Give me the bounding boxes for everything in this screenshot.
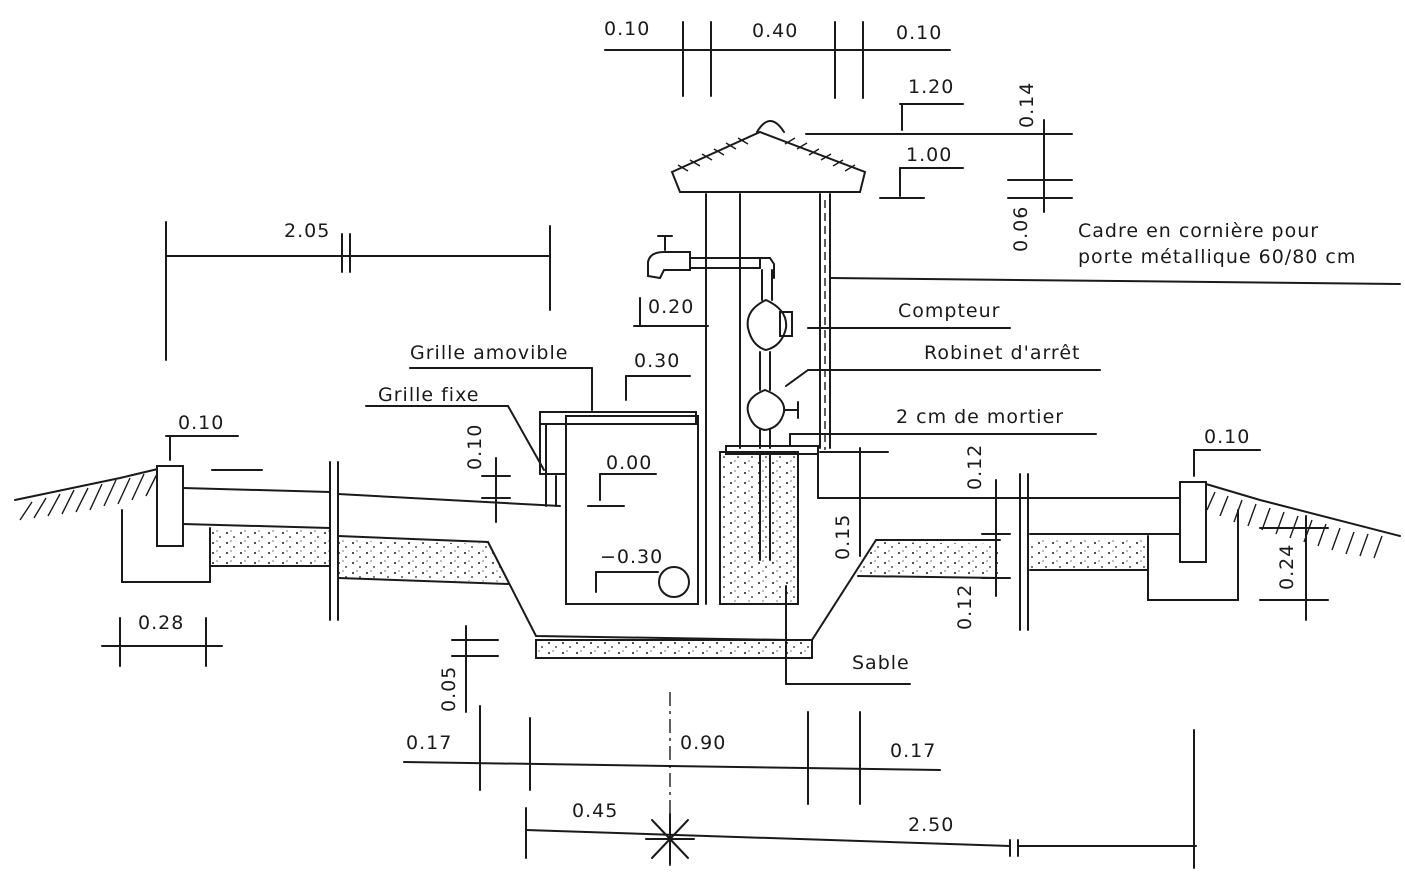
roof bbox=[670, 120, 867, 193]
label-compteur: Compteur bbox=[898, 300, 1001, 322]
dim-level-m030: −0.30 bbox=[600, 546, 664, 568]
dim-roof-006: 0.06 bbox=[1010, 205, 1032, 252]
dim-bottom-045: 0.45 bbox=[572, 800, 619, 822]
dim-roof-120: 1.20 bbox=[908, 76, 955, 98]
grate-box bbox=[539, 411, 699, 605]
label-grille-amovible: Grille amovible bbox=[410, 342, 569, 364]
dim-left-post-010: 0.10 bbox=[178, 412, 225, 434]
tap-assembly bbox=[647, 235, 799, 449]
dim-tap-020: 0.20 bbox=[648, 296, 695, 318]
dim-left-base-028: 0.28 bbox=[138, 612, 185, 634]
dim-right-012-top: 0.12 bbox=[964, 443, 986, 490]
label-robinet-arret: Robinet d'arrêt bbox=[924, 342, 1081, 364]
dim-right-012-bottom: 0.12 bbox=[954, 583, 976, 630]
label-cadre-line1: Cadre en cornière pour bbox=[1078, 220, 1320, 242]
dim-grate-030: 0.30 bbox=[634, 350, 681, 372]
dim-bottom-017-right: 0.17 bbox=[890, 740, 937, 762]
dim-right-024: 0.24 bbox=[1276, 543, 1298, 590]
dim-top-left-010: 0.10 bbox=[604, 18, 651, 40]
dim-roof-014: 0.14 bbox=[1016, 81, 1038, 128]
label-grille-fixe: Grille fixe bbox=[378, 384, 480, 406]
label-sable: Sable bbox=[852, 652, 910, 674]
dimension-lines bbox=[101, 221, 1401, 869]
dim-span-205: 2.05 bbox=[284, 220, 331, 242]
dim-level-000: 0.00 bbox=[606, 452, 653, 474]
dim-bottom-017-left: 0.17 bbox=[406, 732, 453, 754]
dim-bottom-250: 2.50 bbox=[908, 814, 955, 836]
dim-top-040: 0.40 bbox=[752, 20, 799, 42]
dim-right-post-010: 0.10 bbox=[1204, 426, 1251, 448]
label-cadre-line2: porte métallique 60/80 cm bbox=[1078, 246, 1357, 268]
channel bbox=[337, 493, 1001, 659]
roof-dimensions bbox=[805, 103, 1073, 213]
dim-bottom-005: 0.05 bbox=[438, 665, 460, 712]
meter-plinth bbox=[719, 445, 819, 605]
ground-left bbox=[14, 465, 331, 583]
dim-bottom-090: 0.90 bbox=[680, 732, 727, 754]
top-dimension-chain bbox=[604, 21, 951, 99]
dim-top-right-010: 0.10 bbox=[896, 22, 943, 44]
dim-grate-010: 0.10 bbox=[464, 423, 486, 470]
posts bbox=[705, 193, 831, 605]
dim-right-015: 0.15 bbox=[832, 513, 854, 560]
dim-roof-100: 1.00 bbox=[906, 144, 953, 166]
label-mortier: 2 cm de mortier bbox=[896, 406, 1065, 428]
